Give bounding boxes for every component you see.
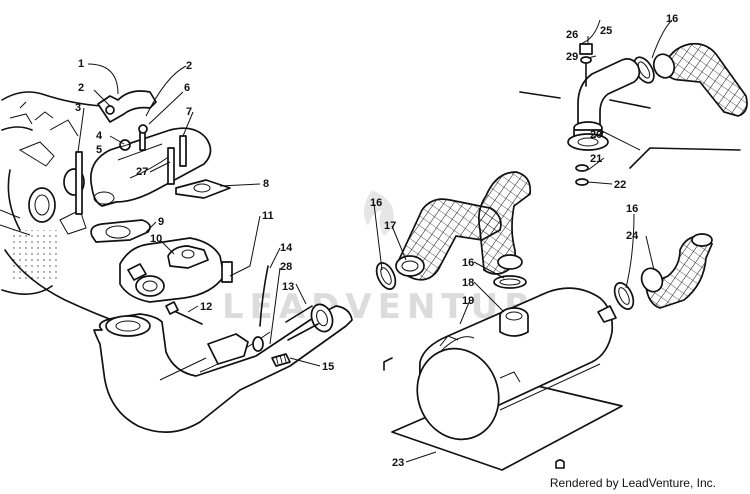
render-credit: Rendered by LeadVenture, Inc. [549, 476, 716, 490]
callout-22: 22 [614, 179, 626, 191]
callout-16-d: 16 [666, 13, 678, 25]
bolt-12 [165, 301, 203, 325]
callout-leaders [77, 19, 673, 463]
callout-12: 12 [200, 301, 212, 313]
callout-11: 11 [262, 210, 274, 222]
callout-16-c: 16 [626, 203, 638, 215]
callout-16-a: 16 [370, 197, 382, 209]
hose-clamps [375, 56, 655, 310]
callout-27: 27 [136, 166, 148, 178]
callout-2-right: 2 [186, 60, 192, 72]
callout-20: 20 [590, 129, 602, 141]
callout-29: 29 [566, 51, 578, 63]
callout-19: 19 [462, 295, 474, 307]
engine-block [0, 91, 124, 325]
callout-6: 6 [184, 82, 190, 94]
callout-2-left: 2 [78, 82, 84, 94]
callout-13: 13 [282, 281, 294, 293]
callout-14: 14 [280, 242, 293, 254]
callout-4: 4 [96, 130, 103, 142]
callout-10: 10 [150, 233, 162, 245]
callout-8: 8 [263, 178, 269, 190]
flange-gaskets [90, 179, 231, 243]
muffler-canister [383, 287, 623, 471]
callout-21: 21 [590, 153, 602, 165]
callout-23: 23 [392, 457, 404, 469]
callout-24: 24 [626, 230, 639, 242]
callout-15: 15 [322, 361, 334, 373]
callout-numbers: 1 2 2 3 4 5 6 7 8 9 10 11 12 13 14 15 16… [75, 13, 678, 469]
callout-28: 28 [280, 261, 292, 273]
callout-3: 3 [75, 102, 81, 114]
stud-bolt [75, 151, 83, 215]
outlet-elbow-25 [519, 42, 748, 186]
rubber-hose-17 [395, 171, 532, 281]
callout-9: 9 [158, 216, 164, 228]
exhaust-adapter [119, 237, 233, 303]
callout-1: 1 [78, 58, 84, 70]
rubber-hose-24 [640, 233, 714, 309]
callout-17: 17 [384, 220, 396, 232]
callout-7: 7 [186, 106, 192, 118]
callout-18: 18 [462, 277, 474, 289]
callout-25: 25 [600, 25, 612, 37]
callout-16-b: 16 [462, 257, 474, 269]
exhaust-pipe-silencer [93, 303, 353, 433]
spring-bracket [252, 265, 291, 367]
callout-26: 26 [566, 29, 578, 41]
exhaust-manifold [75, 90, 212, 215]
callout-5: 5 [96, 144, 102, 156]
